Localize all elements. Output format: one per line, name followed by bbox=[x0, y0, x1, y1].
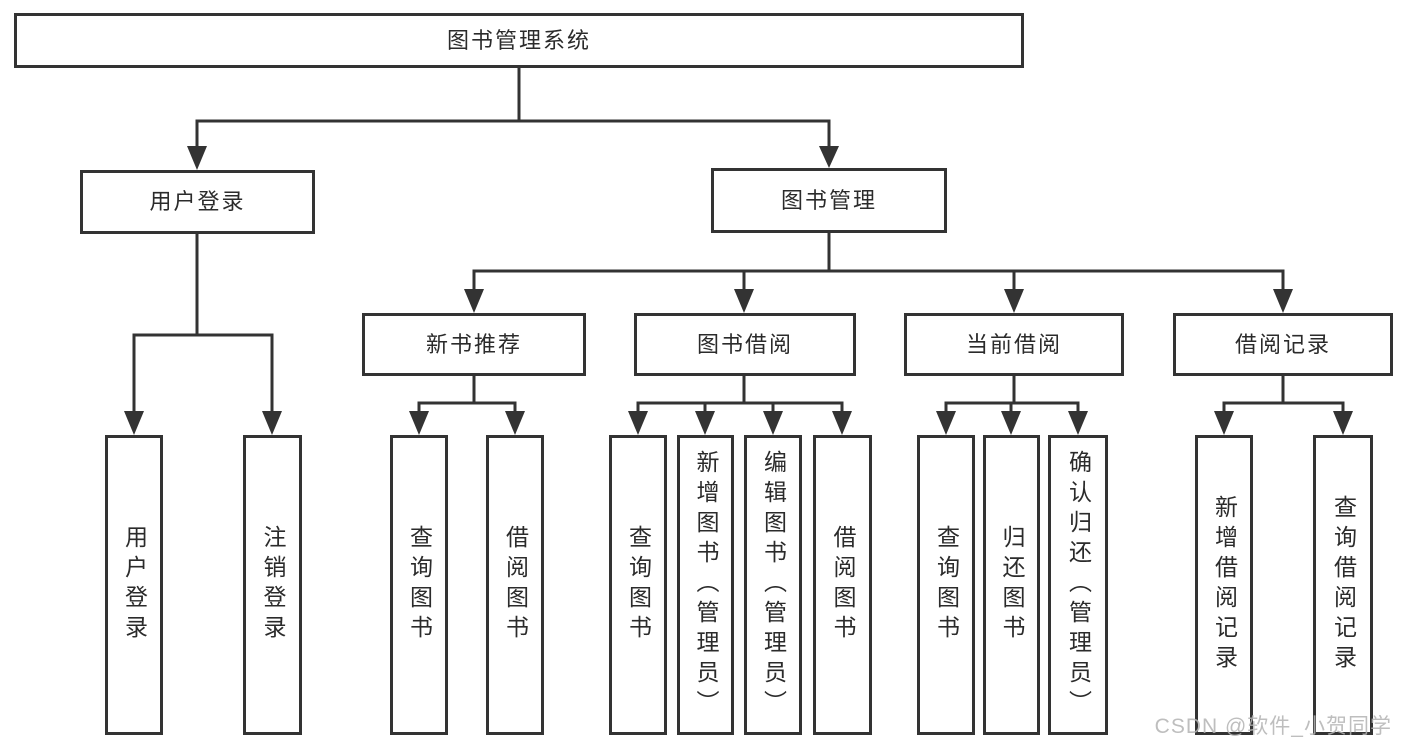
leaf-borrow-books-2: 借阅图书 bbox=[813, 435, 872, 735]
node-new-book-recommendation: 新书推荐 bbox=[362, 313, 586, 376]
arrowhead-icon bbox=[1333, 411, 1353, 435]
node-borrowing-records-label: 借阅记录 bbox=[1234, 331, 1331, 357]
leaf-borrow-books-1-label: 借阅图书 bbox=[502, 525, 529, 645]
leaf-query-books-3: 查询图书 bbox=[917, 435, 975, 735]
leaf-user-login: 用户登录 bbox=[105, 435, 163, 735]
leaf-return-books: 归还图书 bbox=[983, 435, 1040, 735]
arrowhead-icon bbox=[734, 289, 754, 313]
node-borrowing-records: 借阅记录 bbox=[1173, 313, 1393, 376]
arrowhead-icon bbox=[187, 146, 207, 170]
leaf-edit-books-admin-label: 编辑图书（管理员） bbox=[760, 450, 787, 720]
arrowhead-icon bbox=[124, 411, 144, 435]
leaf-confirm-return-admin-label: 确认归还（管理员） bbox=[1065, 450, 1092, 720]
arrowhead-icon bbox=[832, 411, 852, 435]
connector-branch-user-login bbox=[132, 333, 274, 412]
leaf-logout: 注销登录 bbox=[243, 435, 302, 735]
connector-branch-level2 bbox=[195, 119, 831, 148]
leaf-query-books-1: 查询图书 bbox=[390, 435, 448, 735]
arrowhead-icon bbox=[505, 411, 525, 435]
connector-branch-level3 bbox=[472, 269, 1285, 291]
connector-branch-borrow-records bbox=[1222, 376, 1345, 413]
leaf-logout-label: 注销登录 bbox=[260, 525, 286, 645]
csdn-watermark: CSDN @软件_小贺同学 bbox=[1154, 715, 1392, 738]
node-current-borrowing-label: 当前借阅 bbox=[965, 331, 1062, 357]
leaf-borrow-books-1: 借阅图书 bbox=[486, 435, 544, 735]
arrowhead-icon bbox=[409, 411, 429, 435]
node-new-book-recommendation-label: 新书推荐 bbox=[425, 331, 522, 357]
leaf-query-borrow-record: 查询借阅记录 bbox=[1313, 435, 1373, 735]
leaf-return-books-label: 归还图书 bbox=[999, 525, 1025, 645]
node-user-login-label: 用户登录 bbox=[149, 189, 246, 214]
arrowhead-icon bbox=[1001, 411, 1021, 435]
arrowhead-icon bbox=[695, 411, 715, 435]
leaf-add-borrow-record-label: 新增借阅记录 bbox=[1211, 495, 1238, 675]
leaf-query-borrow-record-label: 查询借阅记录 bbox=[1330, 495, 1357, 675]
leaf-query-books-2: 查询图书 bbox=[609, 435, 667, 735]
node-book-management-label: 图书管理 bbox=[780, 187, 877, 213]
node-book-borrowing-label: 图书借阅 bbox=[696, 331, 793, 357]
connector-branch-new-book bbox=[417, 376, 517, 413]
leaf-query-books-1-label: 查询图书 bbox=[406, 525, 433, 645]
leaf-add-books-admin-label: 新增图书（管理员） bbox=[693, 450, 719, 720]
arrowhead-icon bbox=[262, 411, 282, 435]
node-current-borrowing: 当前借阅 bbox=[904, 313, 1124, 376]
arrowhead-icon bbox=[936, 411, 956, 435]
arrowhead-icon bbox=[1214, 411, 1234, 435]
arrowhead-icon bbox=[1068, 411, 1088, 435]
leaf-add-books-admin: 新增图书（管理员） bbox=[677, 435, 734, 735]
leaf-borrow-books-2-label: 借阅图书 bbox=[830, 525, 856, 645]
leaf-query-books-2-label: 查询图书 bbox=[625, 525, 652, 645]
leaf-edit-books-admin: 编辑图书（管理员） bbox=[744, 435, 802, 735]
node-library-management-system: 图书管理系统 bbox=[14, 13, 1024, 68]
arrowhead-icon bbox=[763, 411, 783, 435]
node-book-management: 图书管理 bbox=[711, 168, 947, 233]
leaf-user-login-label: 用户登录 bbox=[121, 525, 148, 645]
connector-branch-current-borrow bbox=[944, 376, 1080, 413]
arrowhead-icon bbox=[464, 289, 484, 313]
node-book-borrowing: 图书借阅 bbox=[634, 313, 856, 376]
arrowhead-icon bbox=[819, 146, 839, 168]
node-library-management-system-label: 图书管理系统 bbox=[446, 27, 591, 53]
arrowhead-icon bbox=[1004, 289, 1024, 313]
arrowhead-icon bbox=[1273, 289, 1293, 313]
leaf-confirm-return-admin: 确认归还（管理员） bbox=[1048, 435, 1108, 735]
connector-branch-book-borrow bbox=[636, 376, 844, 413]
node-user-login: 用户登录 bbox=[80, 170, 315, 234]
leaf-add-borrow-record: 新增借阅记录 bbox=[1195, 435, 1253, 735]
arrowhead-icon bbox=[628, 411, 648, 435]
leaf-query-books-3-label: 查询图书 bbox=[933, 525, 960, 645]
